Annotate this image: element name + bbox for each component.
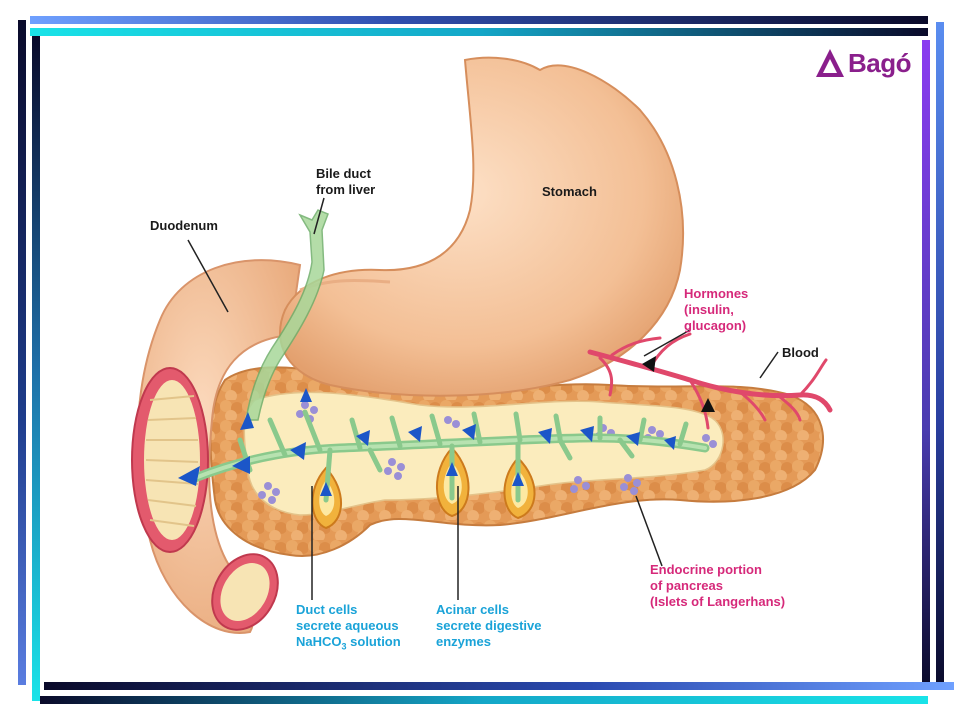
stomach xyxy=(279,56,685,397)
frame-bottom-cyan xyxy=(40,696,928,704)
pancreatic-duct xyxy=(190,409,710,503)
leader-duodenum xyxy=(187,239,229,313)
label-hormones: Hormones (insulin, glucagon) xyxy=(684,286,749,333)
leader-endocrine xyxy=(635,495,663,567)
leader-blood xyxy=(759,351,779,379)
label-duct-cells: Duct cells secrete aqueous NaHCO3 soluti… xyxy=(296,602,401,652)
duodenum xyxy=(131,259,302,635)
label-acinar: Acinar cells secrete digestive enzymes xyxy=(436,602,542,649)
flow-arrows xyxy=(178,388,676,496)
label-duodenum: Duodenum xyxy=(150,218,218,233)
bago-logo: Bagó xyxy=(814,44,912,82)
bile-duct xyxy=(245,209,329,421)
blood-arrows xyxy=(642,356,715,412)
frame-right-purple xyxy=(922,40,930,688)
logo-text: Bagó xyxy=(848,47,912,78)
frame-left-cyan xyxy=(32,36,40,701)
leader-hormones xyxy=(643,329,691,357)
islet-cluster xyxy=(620,474,641,495)
leader-bile-duct xyxy=(313,197,325,235)
frame-left-dark xyxy=(18,20,26,685)
islet-cluster xyxy=(258,482,280,504)
label-stomach: Stomach xyxy=(542,184,597,199)
bago-triangle-icon xyxy=(816,49,844,77)
frame-bottom-dark xyxy=(44,682,954,690)
label-endocrine: Endocrine portion of pancreas (Islets of… xyxy=(650,562,786,609)
frame-right-blue xyxy=(936,22,944,688)
label-blood: Blood xyxy=(782,345,819,360)
frame-top-cyan xyxy=(30,28,928,36)
frame-top-dark xyxy=(30,16,928,24)
leader-lines xyxy=(187,197,779,600)
islet-cluster xyxy=(384,458,405,480)
islet-cluster xyxy=(570,476,590,493)
label-bile-duct: Bile duct from liver xyxy=(316,166,376,197)
islet-cluster xyxy=(444,416,460,428)
